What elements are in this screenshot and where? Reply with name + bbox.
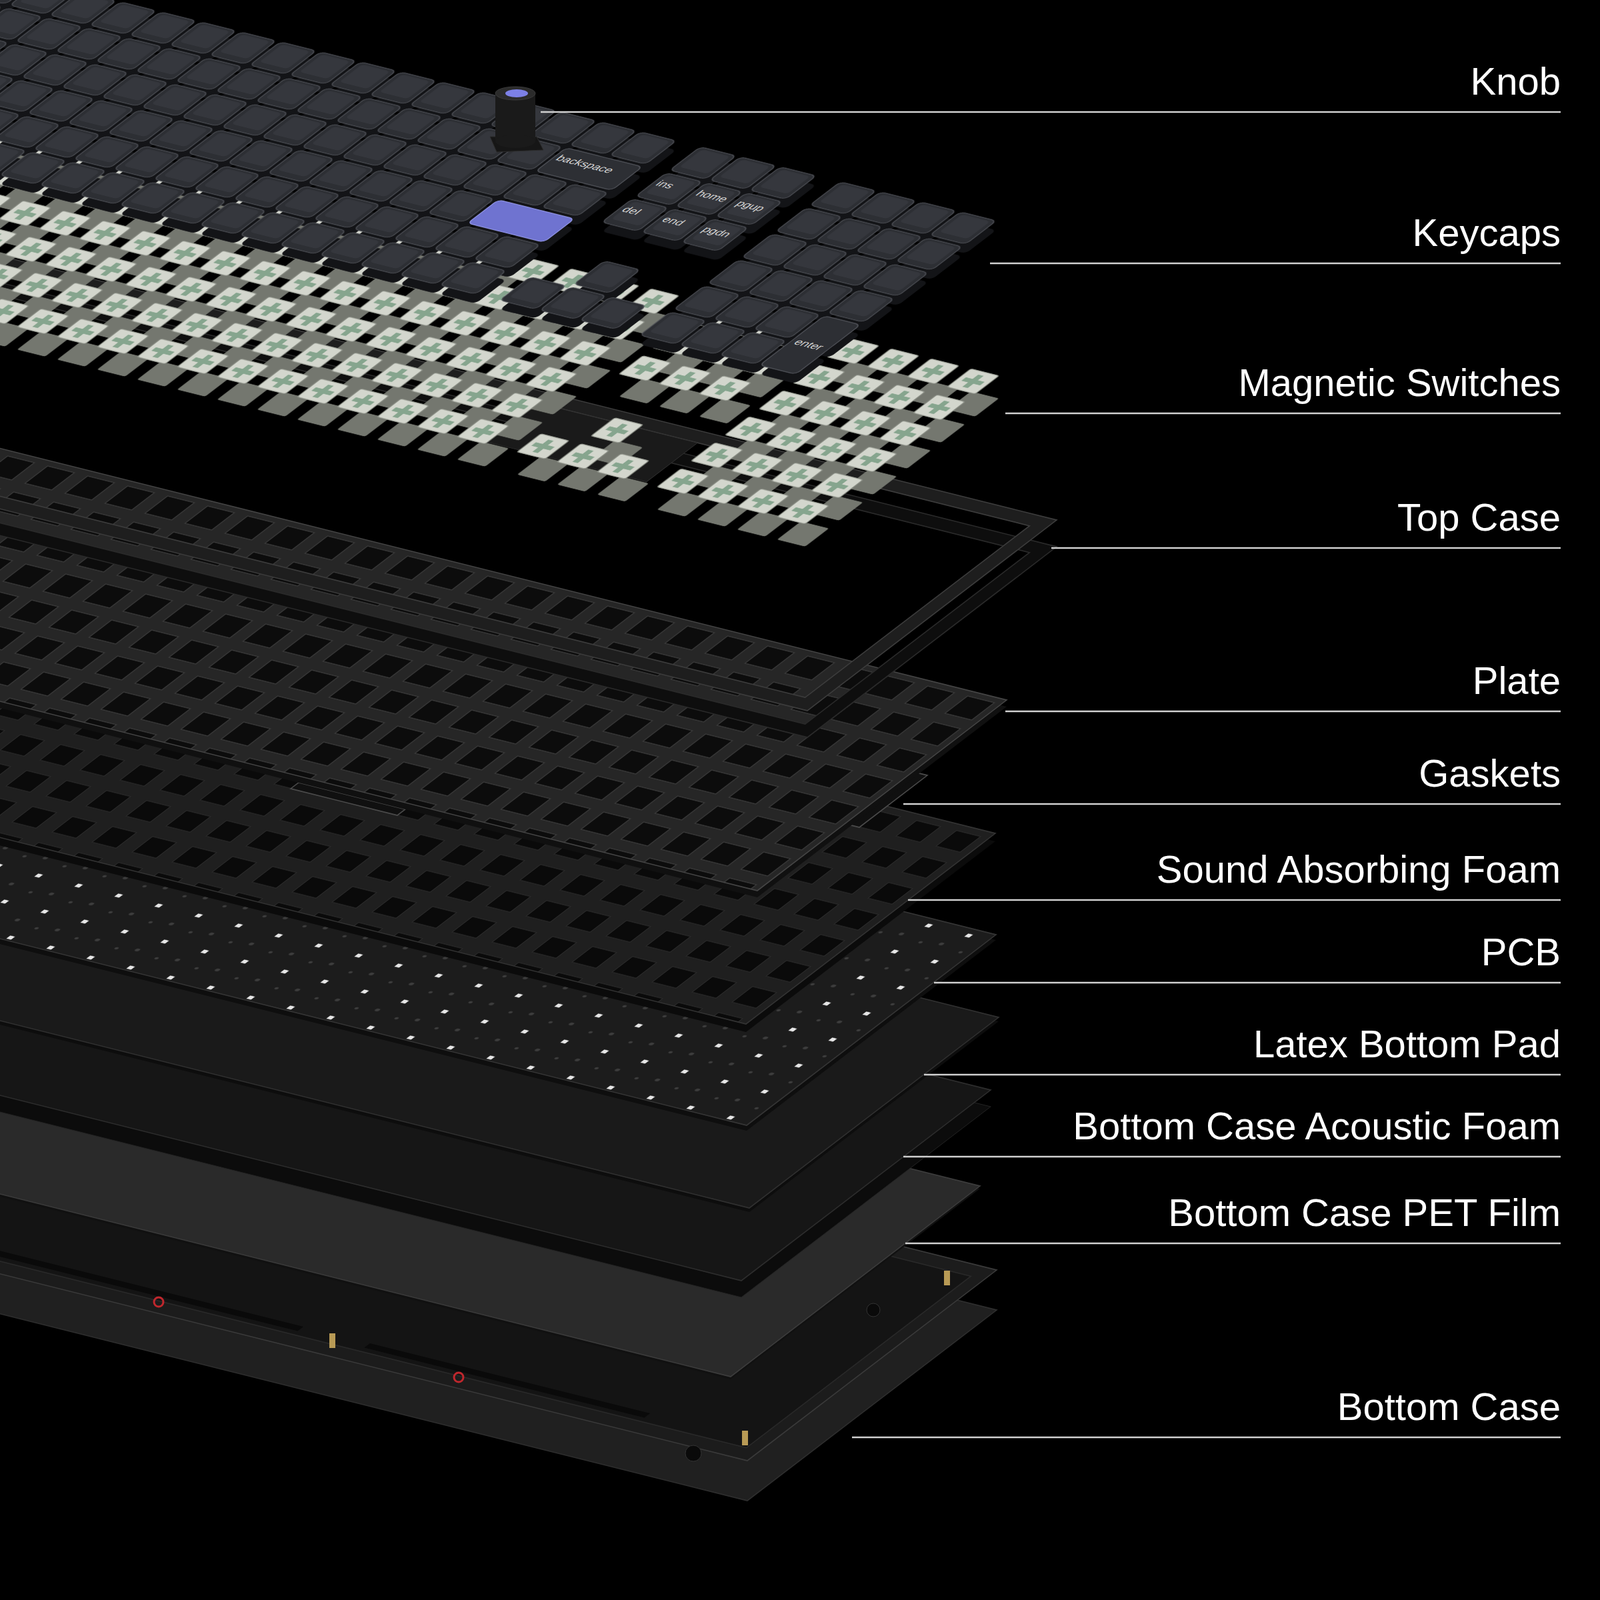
red-marker [454,1372,464,1382]
key-legend: ins [652,178,678,191]
screw-hole [866,1303,880,1317]
part-label: Latex Bottom Pad [1253,1021,1561,1066]
key-legend: pgdn [698,224,735,240]
screw-hole [685,1445,702,1462]
part-label: Gaskets [1418,750,1561,796]
standoff [329,1333,336,1348]
knob [490,86,544,152]
key-legend: pgup [732,198,769,214]
standoff [742,1430,748,1446]
part-label: Bottom Case Acoustic Foam [1072,1103,1561,1148]
part-label: Top Case [1397,494,1561,540]
part-label: Knob [1470,58,1561,104]
key-legend: backspace [552,153,618,176]
key-legend: del [618,204,645,218]
part-label: Plate [1472,658,1561,703]
part-label: Bottom Case PET Film [1168,1190,1561,1235]
part-label: Keycaps [1412,210,1561,255]
part-label: Sound Absorbing Foam [1156,846,1561,892]
part-label: Magnetic Switches [1238,360,1561,405]
red-marker [154,1297,164,1307]
part-label: PCB [1481,929,1561,974]
key-legend: home [692,188,732,205]
standoff [944,1270,950,1286]
key-legend: end [658,214,688,228]
leader-lines [540,112,1561,1438]
key-legend: enter [790,337,828,353]
part-label: Bottom Case [1337,1384,1561,1429]
